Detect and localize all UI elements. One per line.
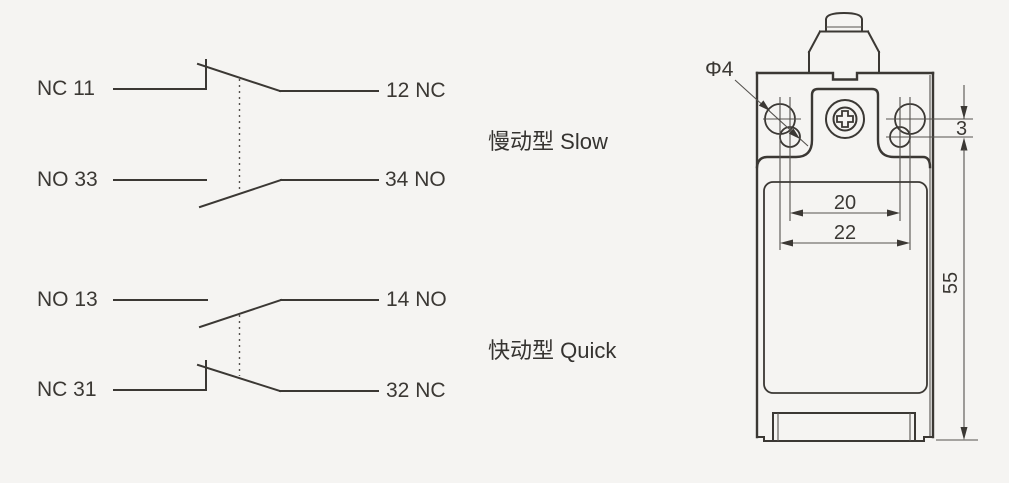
- slow-type-label-en: Slow: [560, 129, 608, 154]
- terminal-label-34no: 34 NO: [385, 168, 446, 191]
- quick-nc-contact-symbol: [113, 360, 379, 393]
- quick-type-label-cn: 快动型: [488, 338, 555, 363]
- hole-diameter-leader: [734, 79, 809, 147]
- left-mounting-hole: [764, 103, 801, 148]
- dim-label-hole-diameter: Φ4: [705, 58, 734, 81]
- slow-type-label: 慢动型 Slow: [488, 130, 608, 154]
- right-mounting-hole: [889, 103, 926, 148]
- quick-no-contact-symbol: [113, 298, 379, 329]
- body-outline: [755, 71, 935, 442]
- slow-type-label-cn: 慢动型: [488, 129, 555, 154]
- dimension-55: [936, 149, 978, 441]
- dimension-20: [790, 209, 900, 217]
- terminal-label-no33: NO 33: [37, 168, 98, 191]
- dimension-3: [960, 85, 968, 151]
- terminal-label-12nc: 12 NC: [386, 79, 446, 102]
- dim-label-height-55: 55: [940, 271, 962, 295]
- terminal-label-nc11: NC 11: [37, 77, 95, 100]
- dimension-22: [780, 239, 910, 247]
- dim-label-offset-3: 3: [956, 118, 968, 140]
- terminal-label-14no: 14 NO: [386, 288, 447, 311]
- terminal-label-nc31: NC 31: [37, 378, 97, 401]
- plunger-outline: [807, 11, 881, 74]
- quick-type-label-en: Quick: [560, 338, 617, 363]
- slow-no-contact-symbol: [113, 178, 379, 209]
- contact-schematics-drawing: [113, 59, 379, 393]
- dim-label-pitch-20: 20: [833, 192, 857, 214]
- head-plate-contour: [755, 87, 932, 169]
- front-panel-outline: [763, 181, 928, 394]
- terminal-label-32nc: 32 NC: [386, 379, 446, 402]
- bottom-cover-outline: [772, 412, 916, 442]
- dim-label-pitch-22: 22: [833, 222, 857, 244]
- hole-centerlines: [763, 97, 973, 250]
- cover-screw: [825, 99, 865, 139]
- terminal-label-no13: NO 13: [37, 288, 98, 311]
- quick-type-label: 快动型 Quick: [488, 339, 616, 363]
- slow-nc-contact-symbol: [113, 59, 379, 93]
